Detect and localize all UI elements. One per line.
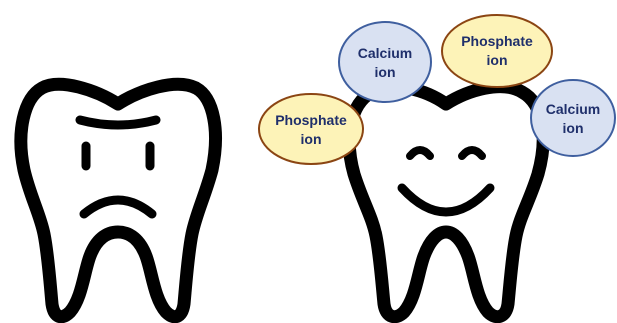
ion-calcium-right-label-line2: ion <box>563 120 584 136</box>
ion-phosphate-top-label-line2: ion <box>487 52 508 68</box>
ion-phosphate-top-bubble <box>442 15 552 87</box>
sad-tooth <box>21 84 216 316</box>
happy-tooth-outline <box>349 87 543 317</box>
ion-calcium-right: Calcium ion <box>531 80 615 156</box>
ion-phosphate-top: Phosphate ion <box>442 15 552 87</box>
ion-calcium-top-label-line2: ion <box>375 64 396 80</box>
ion-phosphate-left-label-line2: ion <box>301 131 322 147</box>
ion-calcium-top-label-line1: Calcium <box>358 45 412 61</box>
ion-phosphate-left-label-line1: Phosphate <box>275 112 347 128</box>
happy-tooth <box>349 87 543 317</box>
ion-calcium-top: Calcium ion <box>339 22 431 102</box>
ion-phosphate-left-bubble <box>259 94 363 164</box>
ion-phosphate-top-label-line1: Phosphate <box>461 33 533 49</box>
ion-calcium-top-bubble <box>339 22 431 102</box>
ion-calcium-right-label-line1: Calcium <box>546 101 600 117</box>
ion-phosphate-left: Phosphate ion <box>259 94 363 164</box>
ion-calcium-right-bubble <box>531 80 615 156</box>
sad-tooth-brow <box>80 120 156 125</box>
